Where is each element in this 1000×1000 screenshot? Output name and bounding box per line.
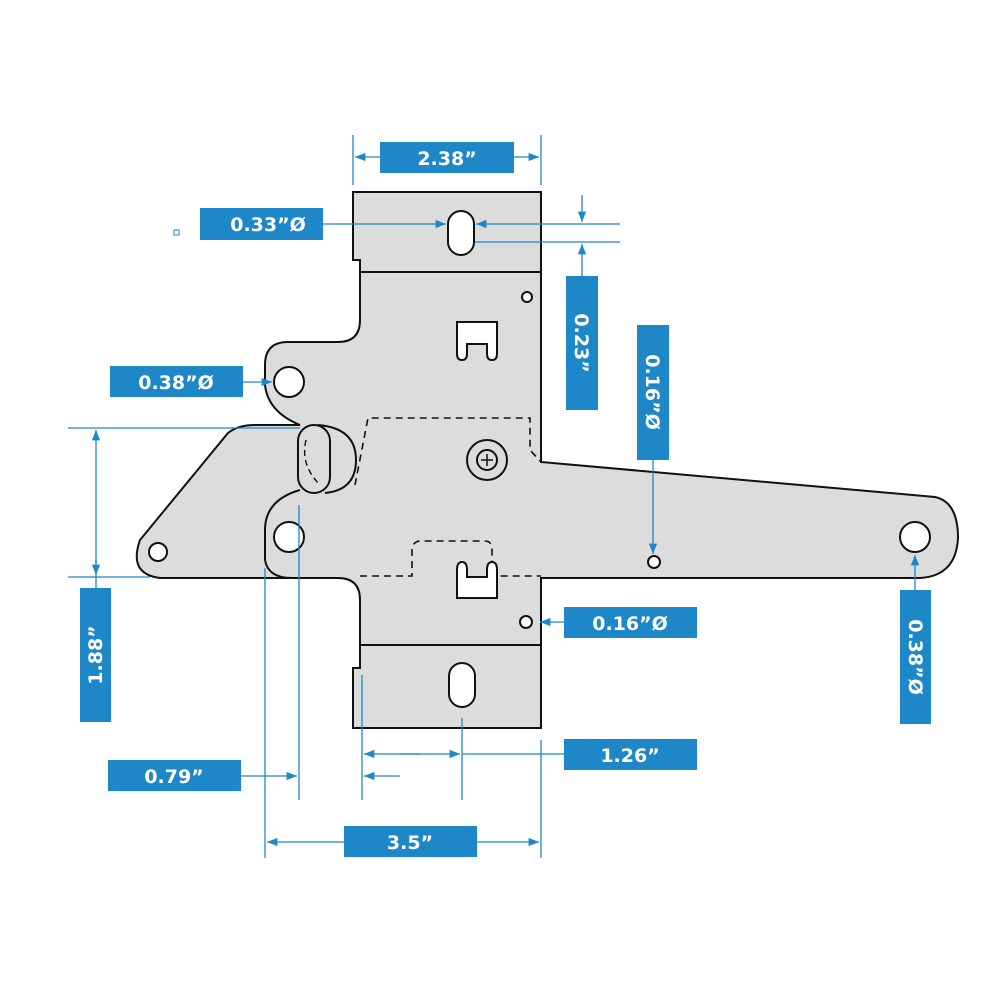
label-plate-width: 2.38” — [380, 142, 514, 173]
label-text: 1.88” — [85, 625, 107, 684]
small-square-icon — [173, 229, 180, 236]
label-slot-center-offset: 1.26” — [564, 739, 697, 770]
label-text: 0.38”Ø — [138, 372, 214, 394]
triangle-hole — [148, 542, 168, 562]
arm-small-hole — [647, 555, 661, 569]
small-hole-upper — [521, 291, 533, 303]
lower-u-cutout — [456, 560, 498, 599]
label-lower-small-hole: 0.16”Ø — [564, 607, 697, 638]
label-text: 2.38” — [417, 148, 476, 170]
label-text: 0.38”Ø — [904, 619, 926, 695]
label-arm-end-hole: 0.38”Ø — [900, 590, 931, 724]
label-lobe-hole: 0.38”Ø — [110, 366, 243, 397]
lower-lobe-outline — [264, 489, 301, 579]
latch-knob — [297, 424, 358, 494]
hidden-edge-lower — [360, 540, 541, 577]
label-text: 3.5” — [387, 832, 433, 854]
label-text: 1.26” — [600, 745, 659, 767]
hidden-edge-upper — [354, 417, 542, 486]
label-text: 0.33”Ø — [230, 214, 306, 236]
label-overall-width: 3.5” — [344, 826, 477, 857]
latch-plate-outline — [135, 191, 960, 729]
dimension-lines — [68, 135, 920, 858]
top-slot-hole — [447, 210, 475, 256]
label-overall-height: 1.88” — [80, 588, 111, 722]
label-hole-offset: 0.79” — [108, 760, 241, 791]
label-text: 0.23” — [570, 313, 592, 372]
upper-lobe-hole — [273, 366, 305, 398]
label-arm-small-hole: 0.16”Ø — [637, 325, 669, 460]
upper-u-cutout — [456, 321, 498, 362]
label-slot-offset: 0.23” — [566, 276, 598, 410]
label-text: 0.16”Ø — [592, 613, 668, 635]
small-hole-lower — [519, 615, 533, 629]
screw-icon — [466, 439, 508, 481]
lower-lobe-hole — [273, 521, 305, 553]
label-top-slot-diameter: 0.33”Ø — [200, 208, 323, 240]
arm-end-hole — [899, 521, 931, 553]
label-text: 0.16”Ø — [641, 354, 663, 430]
bottom-slot-hole — [448, 662, 476, 708]
label-text: 0.79” — [144, 766, 203, 788]
